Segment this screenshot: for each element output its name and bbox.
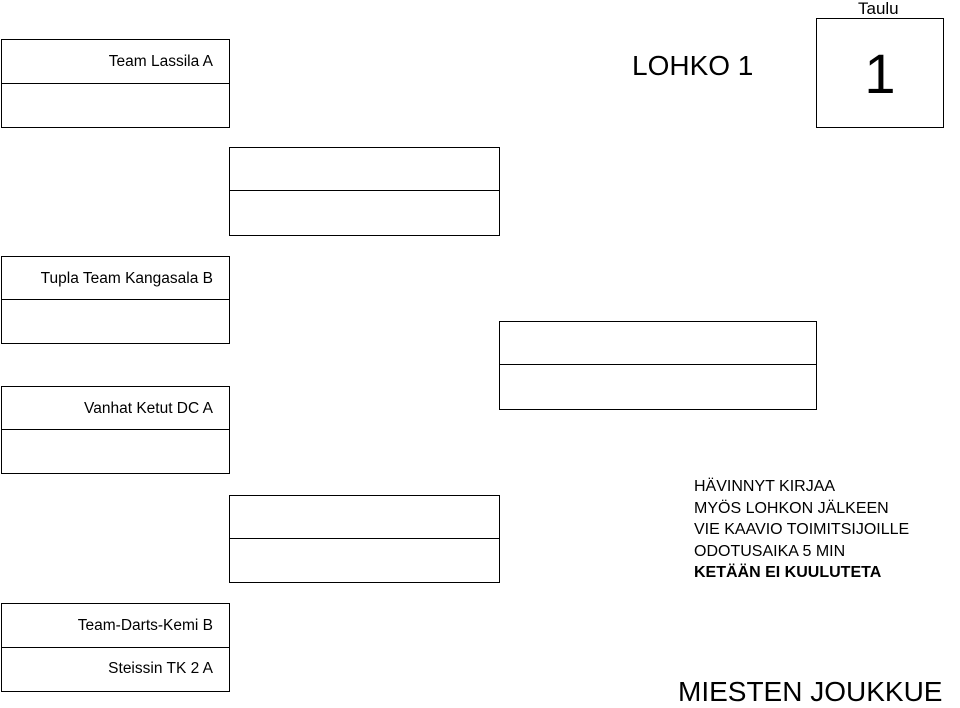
match-2-team-1: Tupla Team Kangasala B	[40, 270, 213, 287]
round2-slot-2[interactable]	[229, 190, 500, 236]
board-number-box: 1	[816, 18, 944, 128]
match-4-team-1: Team-Darts-Kemi B	[77, 617, 213, 634]
round2-slot-4[interactable]	[229, 538, 500, 583]
instruction-line-1: HÄVINNYT KIRJAA	[694, 478, 836, 495]
instruction-line-2: MYÖS LOHKON JÄLKEEN	[694, 499, 889, 517]
match-3-team-1: Vanhat Ketut DC A	[84, 400, 213, 417]
match-1-bottom-slot[interactable]	[1, 83, 230, 128]
group-title: LOHKO 1	[632, 50, 754, 81]
instruction-line-bold: KETÄÄN EI KUULUTETA	[694, 564, 882, 581]
instruction-line-3: VIE KAAVIO TOIMITSIJOILLE	[694, 521, 910, 538]
instructions: HÄVINNYT KIRJAA MYÖS LOHKON JÄLKEEN VIE …	[694, 476, 909, 584]
category-title: MIESTEN JOUKKUE	[678, 676, 943, 707]
round3-slot-1[interactable]	[499, 321, 817, 366]
match-1-team-1: Team Lassila A	[108, 53, 213, 70]
match-4-top-slot[interactable]	[1, 603, 230, 649]
board-label: Taulu	[858, 0, 899, 18]
round3-slot-2[interactable]	[499, 364, 817, 410]
match-3-bottom-slot[interactable]	[1, 429, 230, 474]
match-1-top-slot[interactable]	[1, 39, 230, 85]
board-number: 1	[864, 41, 896, 105]
match-2-top-slot[interactable]	[1, 256, 230, 301]
instruction-line-4: ODOTUSAIKA 5 MIN	[694, 542, 846, 560]
round2-slot-3[interactable]	[229, 495, 500, 540]
match-2-bottom-slot[interactable]	[1, 299, 230, 344]
match-4-team-2: Steissin TK 2 A	[108, 660, 213, 677]
round2-slot-1[interactable]	[229, 147, 500, 192]
match-4-bottom-slot[interactable]	[1, 647, 230, 692]
